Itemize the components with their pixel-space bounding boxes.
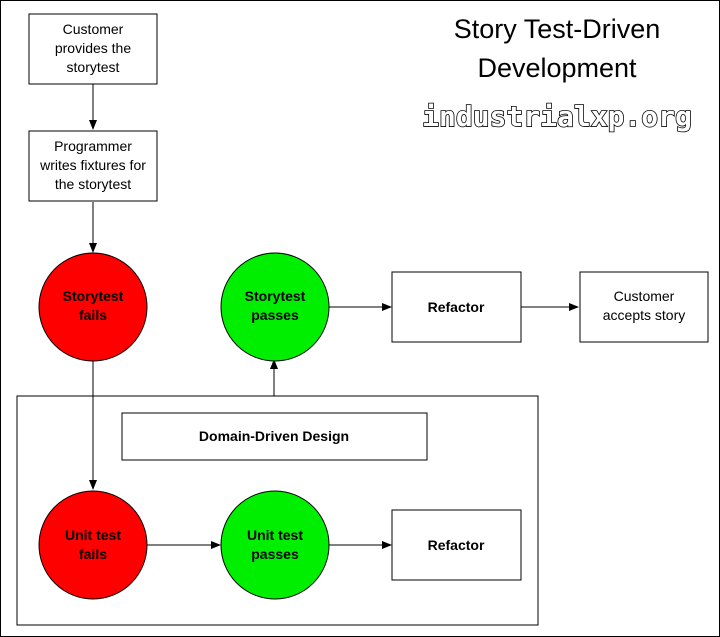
node-text: storytest [67,59,120,75]
unit-test-passes-circle [220,490,330,600]
node-text: Refactor [428,537,485,553]
node-text: Unit test [247,527,303,543]
node-text: the storytest [55,176,131,192]
node-text: Customer [63,21,124,37]
node-customer-accepts: Customer accepts story [579,271,709,343]
node-text: Domain-Driven Design [199,428,349,444]
node-text: Programmer [54,138,132,154]
node-text: Customer [614,288,675,304]
node-text: passes [251,307,299,323]
node-text: Storytest [63,288,124,304]
node-programmer-writes: Programmer writes fixtures for the story… [28,130,158,202]
node-domain-driven-design: Domain-Driven Design [121,412,428,461]
node-text: Storytest [245,288,306,304]
node-refactor-top: Refactor [391,271,522,343]
node-refactor-bottom: Refactor [391,509,522,581]
node-text: passes [251,546,299,562]
node-text: provides the [55,40,131,56]
node-storytest-passes: Storytest passes [220,252,330,362]
node-text: accepts story [603,307,685,323]
node-text: fails [79,546,107,562]
watermark-url: industrialxp.org [422,100,692,133]
node-text: writes fixtures for [39,157,146,173]
storytest-passes-circle [220,252,330,362]
node-text: Unit test [65,527,121,543]
node-text: Refactor [428,299,485,315]
node-customer-provides: Customer provides the storytest [28,13,158,85]
node-storytest-fails: Storytest fails [38,252,148,362]
storytest-fails-circle [38,252,148,362]
node-text: fails [79,307,107,323]
title-line-1: Story Test-Driven [454,14,661,44]
unit-test-fails-circle [38,490,148,600]
node-unit-test-fails: Unit test fails [38,490,148,600]
node-unit-test-passes: Unit test passes [220,490,330,600]
title-line-2: Development [477,53,637,83]
